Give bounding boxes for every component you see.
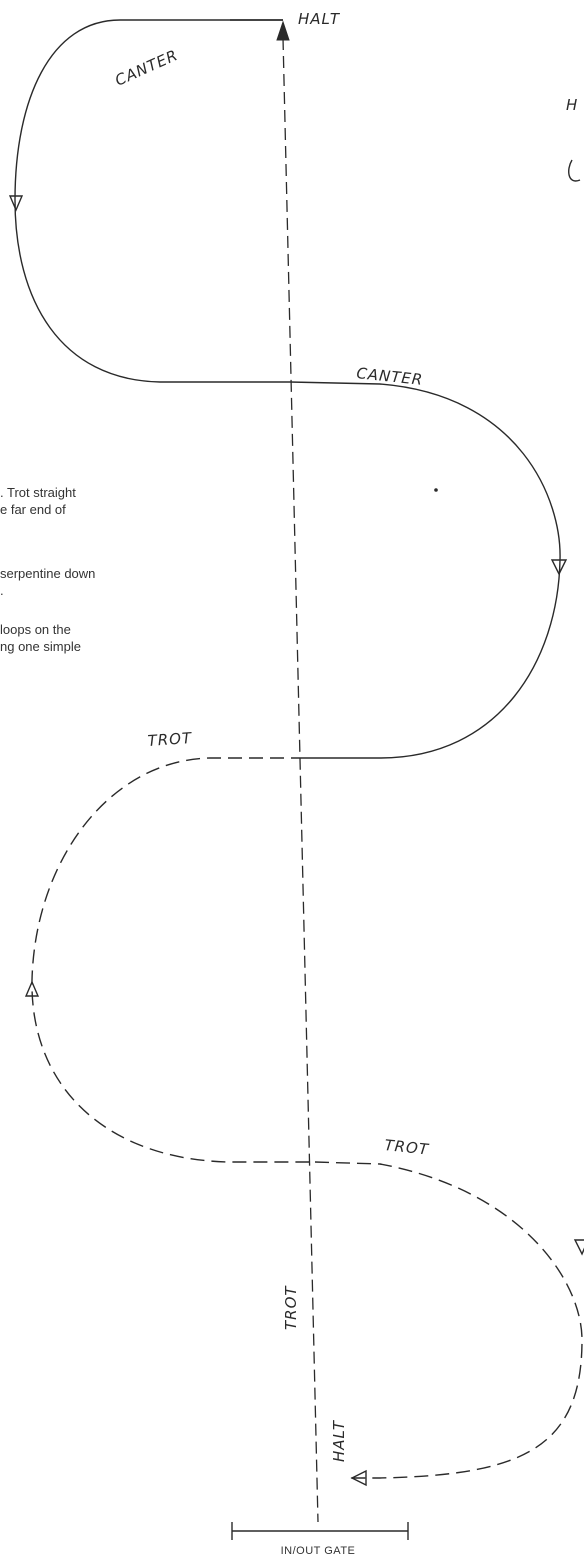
edge-mark-right: H	[566, 96, 578, 114]
instruction-line: e far end of	[0, 502, 66, 517]
instruction-text: . Trot straight e far end of serpentine …	[0, 485, 95, 654]
trot-label-2: TROT	[384, 1136, 431, 1159]
instruction-line: . Trot straight	[0, 485, 76, 500]
halt-label-top: HALT	[298, 10, 341, 28]
arrow-down-right-2	[573, 1239, 584, 1256]
arrow-up-left-2	[24, 980, 40, 997]
trot-loop-right	[314, 1161, 583, 1479]
halt-label-bottom: HALT	[330, 1419, 348, 1462]
trot-label-center: TROT	[282, 1285, 300, 1330]
edge-squiggle	[568, 159, 581, 182]
instruction-line: serpentine down	[0, 566, 95, 581]
trot-label-1: TROT	[147, 729, 194, 750]
center-line	[282, 37, 319, 1523]
gate-label: IN/OUT GATE	[281, 1545, 356, 1557]
canter-loop-right	[289, 381, 561, 759]
stray-dot	[434, 488, 438, 492]
arrow-down-right-1	[550, 559, 568, 576]
instruction-line: .	[0, 583, 4, 598]
canter-loop-left	[14, 19, 290, 383]
instruction-line: ng one simple	[0, 639, 81, 654]
canter-label-2: CANTER	[356, 364, 425, 389]
arrow-down-left-1	[8, 195, 24, 212]
canter-label-1: CANTER	[112, 46, 181, 90]
arrow-left-bottom	[350, 1469, 367, 1487]
trot-loop-left	[31, 757, 315, 1163]
arrow-up-top	[276, 20, 290, 41]
instruction-line: loops on the	[0, 622, 71, 637]
